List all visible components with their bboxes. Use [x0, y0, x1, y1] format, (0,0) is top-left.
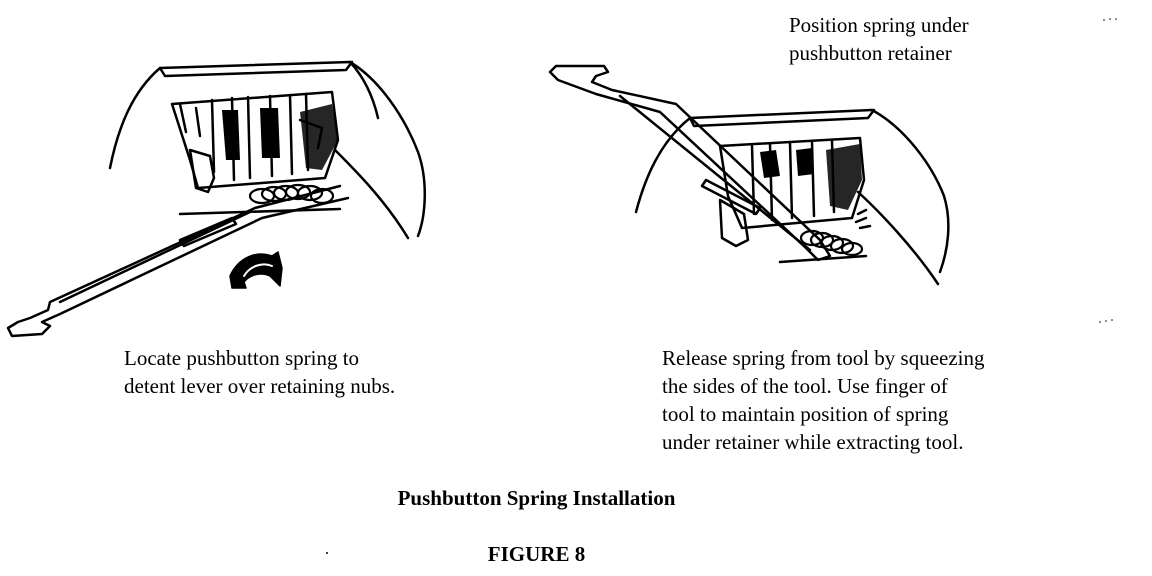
left-spring — [250, 185, 333, 203]
right-housing-inner-curve — [858, 192, 938, 284]
left-housing-base — [180, 209, 340, 214]
left-illustration — [8, 62, 425, 336]
right-housing-right-curve — [872, 110, 948, 272]
right-tool-edge — [620, 96, 810, 250]
right-spring — [801, 231, 862, 255]
left-housing-right-curve — [350, 62, 425, 236]
right-illustration — [550, 66, 948, 284]
left-tool — [8, 186, 348, 336]
caption-release-spring: Release spring from tool by squeezing th… — [662, 346, 985, 454]
left-mechanism-detail — [180, 104, 322, 148]
scan-marks — [326, 18, 1117, 554]
right-mechanism-shadow — [826, 144, 862, 210]
right-tool — [550, 66, 830, 260]
figure-title: Pushbutton Spring Installation — [397, 486, 676, 510]
right-tool-slot — [702, 180, 760, 214]
left-tool-edge — [60, 212, 250, 302]
curved-arrow-icon — [230, 252, 282, 288]
left-mechanism-slots — [222, 108, 280, 160]
right-detent-lever — [720, 200, 748, 246]
right-housing-top-edge — [690, 110, 874, 126]
left-mechanism-frame — [172, 92, 338, 188]
right-mechanism-frame — [720, 138, 864, 228]
figure-number: FIGURE 8 — [487, 542, 586, 566]
left-housing-top-edge — [160, 62, 352, 76]
caption-spring-position: Position spring under pushbutton retaine… — [789, 13, 969, 65]
right-housing-outline — [636, 110, 872, 212]
left-housing-inner-curve — [335, 150, 408, 238]
right-mechanism-ribs — [752, 141, 834, 220]
right-retainer-ticks — [856, 210, 870, 228]
curved-arrow-highlight — [244, 264, 272, 276]
right-mechanism-dark — [760, 148, 814, 178]
caption-locate-spring: Locate pushbutton spring to detent lever… — [124, 346, 396, 398]
left-detent-lever — [190, 150, 214, 192]
